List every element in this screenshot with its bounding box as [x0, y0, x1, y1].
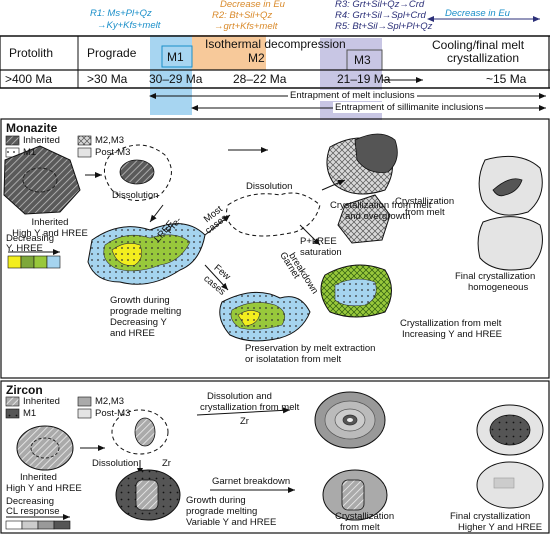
- monazite-title: Monazite: [6, 121, 58, 135]
- monazite-decreasing-2: Y, HREE: [6, 243, 43, 254]
- zircon-inherited-2: High Y and HREE: [6, 483, 82, 494]
- reaction-r2-line2: →grt+Kfs+melt: [214, 21, 278, 32]
- monazite-legend-m2m3: M2,M3: [95, 135, 125, 146]
- zircon-growth-1: Growth during: [186, 495, 246, 506]
- stage-isothermal: Isothermal decompression: [205, 37, 346, 51]
- zircon-legend-m1: M1: [23, 408, 37, 419]
- monazite-final-2: homogeneous: [468, 282, 529, 293]
- zircon-inherited-1: Inherited: [20, 472, 57, 483]
- zircon-section: [0, 380, 550, 534]
- monazite-dissolution-1: Dissolution: [112, 190, 159, 201]
- zircon-dissolution: Dissolution: [92, 458, 139, 469]
- eu-decrease-label: Decrease in Eu: [445, 8, 510, 19]
- stage-m2: M2: [248, 51, 265, 65]
- monazite-growth-3: Decreasing Y: [110, 317, 167, 328]
- zircon-zr-1: Zr: [162, 458, 171, 469]
- zircon-cryst-2: from melt: [340, 522, 380, 533]
- zircon-growth-3: Variable Y and HREE: [186, 517, 277, 528]
- m2-band: [192, 35, 266, 70]
- monazite-inherited-grain: [3, 145, 81, 215]
- monazite-cryst-inc-2: Increasing Y and HREE: [402, 329, 502, 340]
- entrapment-melt-label: Entrapment of melt inclusions: [288, 90, 417, 101]
- monazite-cryst-inc-1: Crystallization from melt: [400, 318, 502, 329]
- stage-m3: M3: [354, 53, 371, 67]
- monazite-cryst-melt-1: Crystallization: [395, 196, 455, 207]
- zircon-garnet-breakdown: Garnet breakdown: [212, 476, 291, 487]
- stage-cooling-line2: crystallization: [447, 51, 520, 65]
- age-final: ~15 Ma: [486, 72, 527, 86]
- age-m3: 21–19 Ma: [337, 72, 391, 86]
- monazite-cryst-over-2: and overgrowth: [345, 211, 411, 222]
- reaction-r1-line2: →Ky+Kfs+melt: [97, 20, 161, 31]
- reaction-r2-title: Decrease in Eu: [220, 0, 285, 10]
- age-m1: 30–29 Ma: [149, 72, 203, 86]
- age-m2: 28–22 Ma: [233, 72, 287, 86]
- monazite-preserve-2: or isolatation from melt: [245, 354, 342, 365]
- monazite-final-1: Final crystallization: [455, 271, 536, 282]
- zircon-title: Zircon: [6, 383, 43, 397]
- m1-box: [161, 45, 193, 68]
- monazite-decreasing-1: Decreasing: [6, 233, 55, 244]
- zircon-decreasing-2: CL response: [6, 506, 60, 517]
- reaction-r1-line1: R1: Ms+Pl+Qz: [90, 8, 152, 19]
- zircon-final-1: Final crystallization: [450, 511, 531, 522]
- monazite-section: [0, 118, 550, 379]
- reaction-r5: R5: Bt+Sil→Spl+Pl+Qz: [335, 21, 433, 32]
- monazite-plree-2: saturation: [300, 247, 342, 258]
- zircon-diss-cryst-2: crystallization from melt: [200, 402, 300, 413]
- monazite-growth-2: prograde melting: [110, 306, 182, 317]
- monazite-growth-4: and HREE: [110, 328, 155, 339]
- monazite-growth-1: Growth during: [110, 295, 170, 306]
- zircon-diss-cryst-1: Dissolution and: [207, 391, 272, 402]
- monazite-legend-inherited: Inherited: [23, 135, 60, 146]
- monazite-inherited-label-2: High Y and HREE: [12, 228, 88, 239]
- reaction-r4: R4: Grt+Sil→Spl+Crd: [335, 10, 426, 21]
- zircon-cryst-1: Crystallization: [335, 511, 395, 522]
- age-protolith: >400 Ma: [5, 72, 53, 86]
- monazite-inherited-label-1: Inherited: [31, 217, 69, 228]
- monazite-cryst-over-1: Crystallization from melt: [330, 200, 432, 211]
- entrapment-sillimanite-label: Entrapment of sillimanite inclusions: [333, 102, 486, 113]
- monazite-legend-postm3: Post-M3: [95, 147, 131, 158]
- reaction-r2-line1: R2: Bt+Sil+Qz: [212, 10, 273, 21]
- monazite-plree-1: P+LREE: [300, 236, 337, 247]
- monazite-cryst-melt-2: from melt: [405, 207, 445, 218]
- zircon-legend-m2m3: M2,M3: [95, 396, 125, 407]
- stage-prograde: Prograde: [87, 46, 137, 60]
- monazite-dissolution-2: Dissolution: [246, 181, 293, 192]
- reaction-r3: R3: Grt+Sil+Qz→Crd: [335, 0, 425, 10]
- monazite-legend-m1: M1: [23, 147, 37, 158]
- zircon-final-2: Higher Y and HREE: [458, 522, 543, 533]
- zircon-decreasing-1: Decreasing: [6, 496, 55, 507]
- zircon-legend-postm3: Post-M3: [95, 408, 131, 419]
- age-prograde: >30 Ma: [87, 72, 128, 86]
- monazite-preserve-1: Preservation by melt extraction: [245, 343, 376, 354]
- zircon-growth-2: prograde melting: [186, 506, 258, 517]
- zircon-legend-inherited: Inherited: [23, 396, 60, 407]
- stage-cooling-line1: Cooling/final melt: [432, 38, 525, 52]
- stage-protolith: Protolith: [9, 46, 54, 60]
- stage-m1: M1: [167, 50, 184, 64]
- zircon-zr-2: Zr: [240, 416, 249, 427]
